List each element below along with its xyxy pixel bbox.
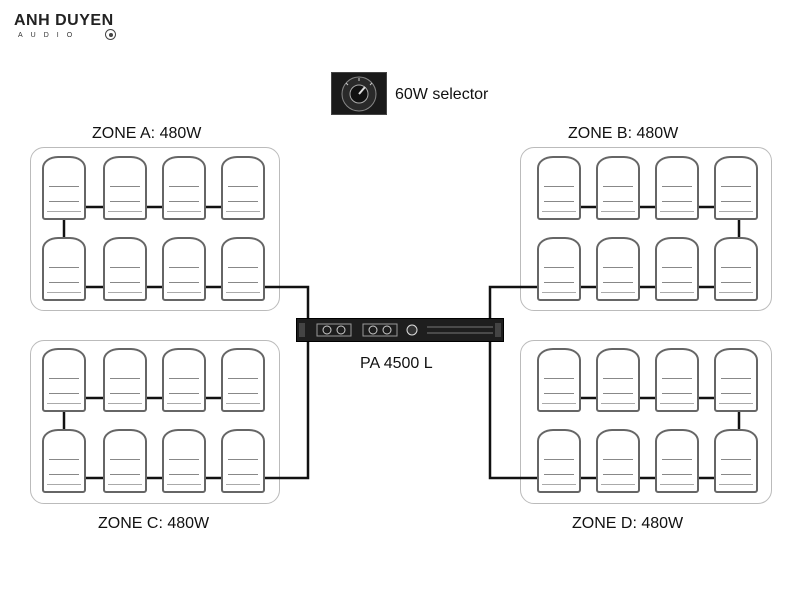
speaker-icon [162,156,206,220]
speaker-icon [162,348,206,412]
speaker-icon [714,237,758,301]
zone-a-feed-wire [264,285,310,322]
speaker-icon [103,237,147,301]
speaker-icon [596,429,640,493]
zone-c-feed-wire [264,340,310,480]
zone-d-box [520,340,772,504]
logo-main-text: ANH DUYEN [14,12,114,29]
zone-a-box [30,147,280,311]
speaker-icon [103,429,147,493]
zone-a-title: ZONE A: 480W [92,125,202,142]
speaker-icon [714,156,758,220]
speaker-icon [655,429,699,493]
amplifier-label: PA 4500 L [360,355,433,372]
speaker-icon [103,156,147,220]
speaker-icon [221,348,265,412]
brand-logo: ANH DUYEN AUDIO [14,12,124,46]
zone-d-feed-wire [488,340,539,480]
speaker-icon [103,348,147,412]
selector-knob-svg [341,76,377,112]
speaker-icon [596,237,640,301]
amplifier-front-panel [299,323,501,337]
speaker-icon [221,429,265,493]
speaker-icon [537,348,581,412]
zone-c-title: ZONE C: 480W [98,515,210,532]
speaker-icon [714,348,758,412]
amplifier-icon [296,318,504,342]
speaker-icon [537,237,581,301]
speaker-icon [655,156,699,220]
zone-b-title: ZONE B: 480W [568,125,679,142]
zone-b-feed-wire [488,285,539,322]
logo-mark-icon [105,29,116,40]
speaker-icon [162,237,206,301]
speaker-icon [42,429,86,493]
speaker-icon [596,156,640,220]
speaker-icon [537,156,581,220]
speaker-icon [714,429,758,493]
speaker-icon [537,429,581,493]
logo-sub-text: AUDIO [18,32,81,39]
speaker-icon [596,348,640,412]
speaker-icon [42,156,86,220]
speaker-icon [221,156,265,220]
selector-label: 60W selector [395,86,489,103]
zone-d-title: ZONE D: 480W [572,515,684,532]
zone-c-box [30,340,280,504]
speaker-icon [162,429,206,493]
speaker-icon [221,237,265,301]
speaker-icon [655,237,699,301]
selector-knob-icon [331,72,387,115]
speaker-icon [655,348,699,412]
speaker-icon [42,348,86,412]
zone-b-box [520,147,772,311]
speaker-icon [42,237,86,301]
